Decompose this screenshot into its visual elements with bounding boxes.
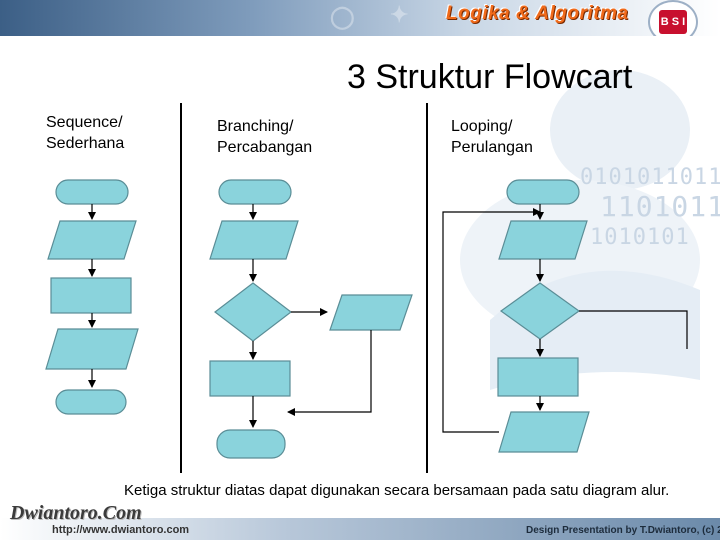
- looping-input-output: [499, 412, 589, 452]
- slide-footnote: Ketiga struktur diatas dapat digunakan s…: [124, 482, 669, 499]
- sequence-terminator-start: [56, 180, 128, 204]
- branching-false-process: [210, 361, 290, 396]
- branching-true-process: [330, 295, 412, 330]
- design-credit: Design Presentation by T.Dwiantoro, (c) …: [526, 525, 720, 536]
- branching-flowchart: [210, 180, 412, 458]
- looping-flowchart: [443, 180, 687, 452]
- looping-decision: [501, 283, 579, 339]
- sequence-terminator-end: [56, 390, 126, 414]
- branching-terminator-end: [217, 430, 285, 458]
- branching-terminator-start: [219, 180, 291, 204]
- sequence-input-output: [48, 221, 136, 259]
- flow-arrow: [288, 330, 371, 412]
- site-url[interactable]: http://www.dwiantoro.com: [52, 524, 189, 536]
- sequence-flowchart: [46, 180, 138, 414]
- sequence-process: [51, 278, 131, 313]
- site-logo: Dwiantoro.Com: [10, 502, 142, 525]
- looping-input-output: [499, 221, 587, 259]
- looping-terminator-start: [507, 180, 579, 204]
- loop-exit-line: [579, 311, 687, 349]
- sequence-input-output: [46, 329, 138, 369]
- branching-decision: [215, 283, 291, 341]
- looping-process: [498, 358, 578, 396]
- branching-input-output: [210, 221, 298, 259]
